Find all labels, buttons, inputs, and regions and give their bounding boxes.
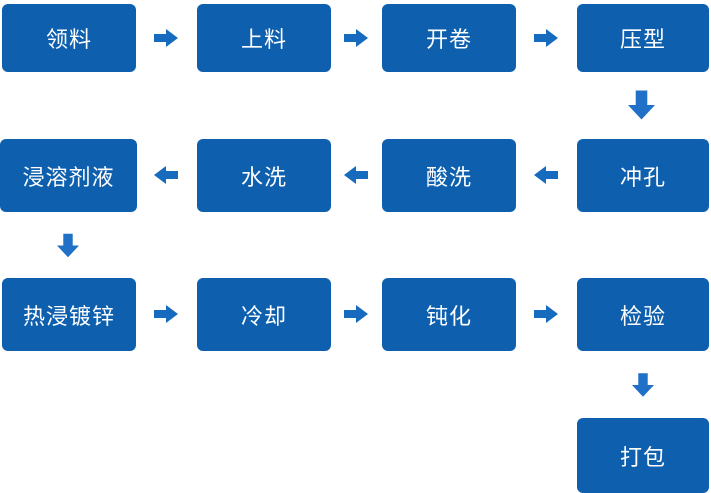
arrow-down-icon: [628, 90, 655, 120]
arrow-right-icon: [344, 29, 368, 47]
arrow-left-icon: [154, 166, 178, 184]
arrow-down-icon: [57, 231, 79, 260]
flow-node-cooling: 冷却: [197, 278, 331, 351]
arrow-right-icon: [534, 29, 558, 47]
flow-node-punching: 冲孔: [577, 139, 709, 212]
flow-node-pickling: 酸洗: [382, 139, 516, 212]
arrow-right-icon: [154, 305, 178, 323]
arrow-down-icon: [632, 372, 654, 398]
flow-node-loading: 上料: [197, 4, 331, 72]
arrow-right-icon: [154, 29, 178, 47]
flow-node-packing: 打包: [577, 418, 709, 493]
arrow-left-icon: [534, 166, 558, 184]
flow-node-hot-dip-galvanizing: 热浸镀锌: [2, 278, 136, 351]
flow-node-flux-dipping: 浸溶剂液: [0, 139, 137, 212]
flow-node-pressing: 压型: [577, 4, 709, 72]
flow-node-uncoiling: 开卷: [382, 4, 516, 72]
flow-node-rinsing: 水洗: [197, 139, 331, 212]
arrow-right-icon: [534, 305, 558, 323]
arrow-left-icon: [344, 166, 368, 184]
flow-node-material-requisition: 领料: [2, 4, 136, 72]
arrow-right-icon: [344, 305, 368, 323]
flow-node-inspection: 检验: [577, 278, 709, 351]
flow-node-passivation: 钝化: [382, 278, 516, 351]
